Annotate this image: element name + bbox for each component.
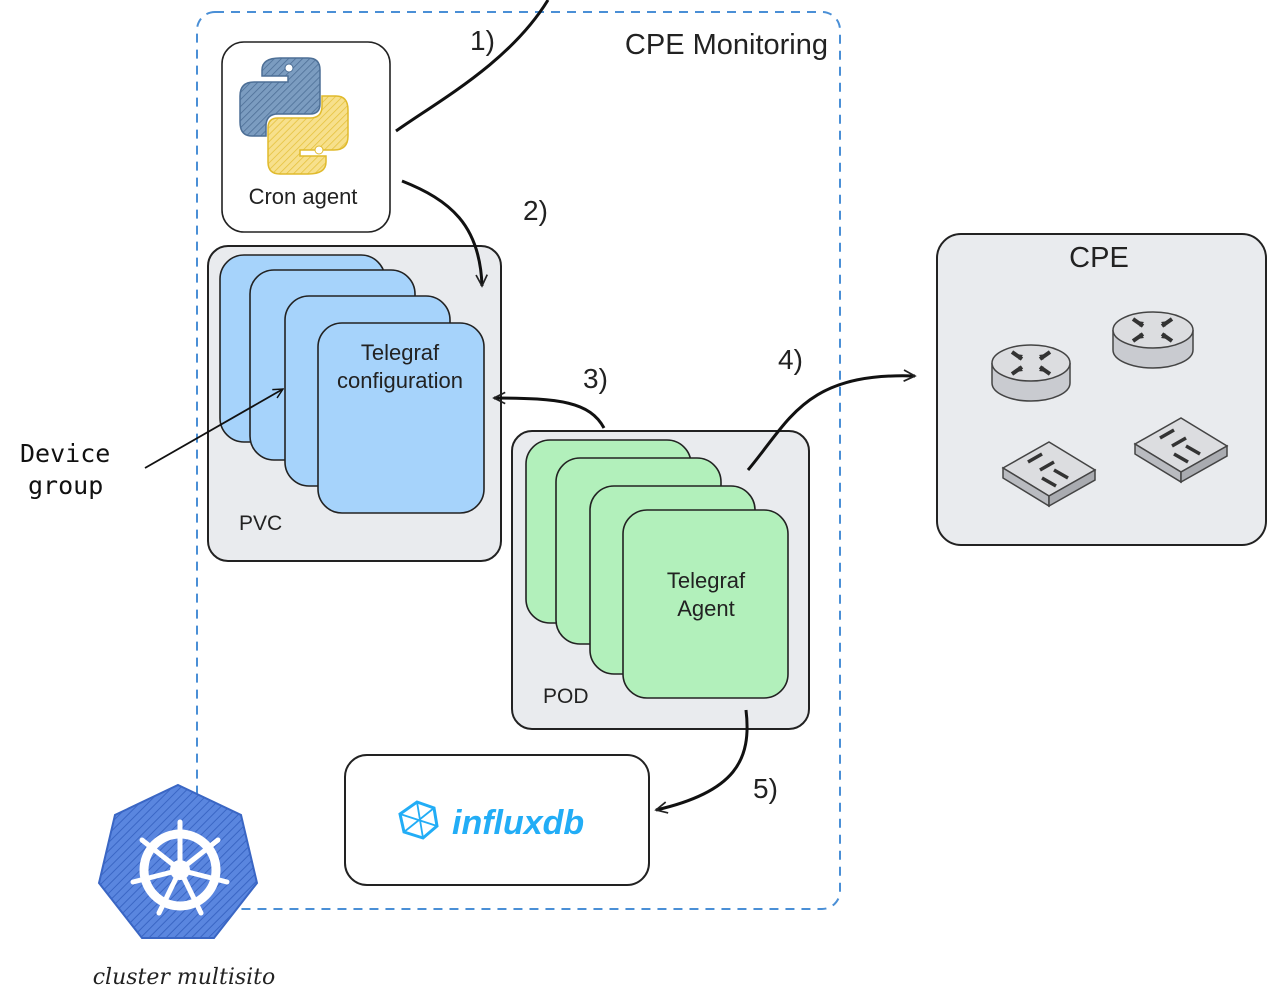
config-card-front xyxy=(317,322,485,514)
pod-label: POD xyxy=(543,685,589,708)
router-icon xyxy=(991,344,1071,402)
cron-agent-label: Cron agent xyxy=(249,184,358,209)
kubernetes-logo-icon xyxy=(97,783,259,939)
step-label-3: 3) xyxy=(583,363,608,394)
pvc-label: PVC xyxy=(239,512,282,535)
step-label-2: 2) xyxy=(523,195,548,226)
cpe-panel: CPE xyxy=(936,233,1267,546)
cron-agent-box: Cron agent xyxy=(221,41,391,233)
influxdb-logo-icon xyxy=(398,800,439,840)
switch-icon xyxy=(1133,417,1229,484)
step-label-4: 4) xyxy=(778,344,803,375)
influxdb-label: influxdb xyxy=(452,804,584,842)
flow-arrow-2 xyxy=(401,179,482,286)
config-card-line2: configuration xyxy=(337,368,463,393)
agent-card-front xyxy=(622,509,789,699)
cpe-title: CPE xyxy=(1069,242,1129,274)
flow-arrow-4 xyxy=(746,376,915,471)
cluster-caption: cluster multisito xyxy=(93,965,276,990)
cluster-title: CPE Monitoring xyxy=(625,29,828,61)
influxdb-box: influxdb xyxy=(344,754,650,886)
cluster-boundary xyxy=(196,11,841,910)
step-label-5: 5) xyxy=(753,773,778,804)
flow-arrow-3 xyxy=(494,398,606,429)
agent-card-line1: Telegraf xyxy=(667,568,746,593)
agent-card-line2: Agent xyxy=(677,596,735,621)
switch-icon xyxy=(1001,441,1097,508)
flow-arrow-1 xyxy=(395,0,550,133)
config-card-line1: Telegraf xyxy=(361,340,440,365)
router-icon xyxy=(1112,311,1194,369)
pod-panel: Telegraf Agent POD xyxy=(511,430,810,730)
flow-arrow-5 xyxy=(656,709,749,810)
device-group-line1: Device xyxy=(20,439,110,468)
step-label-1: 1) xyxy=(470,25,495,56)
device-group-line2: group xyxy=(28,471,103,500)
device-group-arrow xyxy=(144,389,283,469)
pvc-panel: Telegraf configuration PVC xyxy=(207,245,502,562)
python-logo-icon xyxy=(239,57,349,175)
